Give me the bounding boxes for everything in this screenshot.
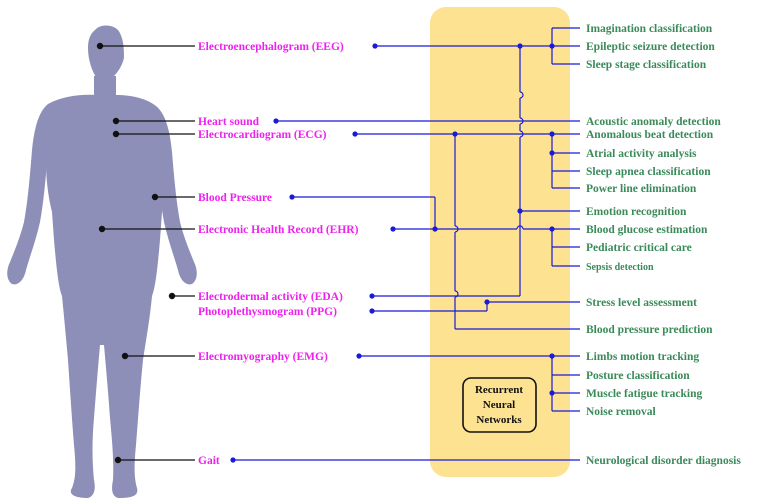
rnn-label-line-1: Recurrent bbox=[475, 384, 523, 396]
signal-emg: Electromyography (EMG) bbox=[198, 351, 328, 363]
signal-eeg: Electroencephalogram (EEG) bbox=[198, 41, 344, 53]
app-pediatric-critical-care: Pediatric critical care bbox=[586, 242, 692, 254]
app-acoustic-anomaly-detection: Acoustic anomaly detection bbox=[586, 116, 721, 128]
rnn-label-line-2: Neural bbox=[483, 399, 515, 411]
app-muscle-fatigue-tracking: Muscle fatigue tracking bbox=[586, 388, 703, 400]
app-emotion-recognition: Emotion recognition bbox=[586, 206, 687, 218]
app-blood-glucose-estimation: Blood glucose estimation bbox=[586, 224, 708, 236]
app-noise-removal: Noise removal bbox=[586, 406, 656, 418]
human-body-silhouette bbox=[7, 26, 197, 499]
signal-ppg: Photoplethysmogram (PPG) bbox=[198, 306, 337, 318]
signal-labels: Electroencephalogram (EEG) Heart sound E… bbox=[198, 41, 359, 467]
signal-blood-pressure: Blood Pressure bbox=[198, 192, 272, 204]
application-labels: Imagination classification Epileptic sei… bbox=[586, 23, 741, 467]
app-anomalous-beat-detection: Anomalous beat detection bbox=[586, 129, 714, 141]
app-limbs-motion-tracking: Limbs motion tracking bbox=[586, 351, 699, 363]
app-neurological-disorder-diagnosis: Neurological disorder diagnosis bbox=[586, 455, 741, 467]
app-stress-level-assessment: Stress level assessment bbox=[586, 297, 697, 309]
app-epileptic-seizure-detection: Epileptic seizure detection bbox=[586, 41, 715, 53]
app-posture-classification: Posture classification bbox=[586, 370, 690, 382]
app-sepsis-detection: Sepsis detection bbox=[586, 262, 654, 273]
app-sleep-apnea-classification: Sleep apnea classification bbox=[586, 166, 711, 178]
rnn-label-line-3: Networks bbox=[476, 414, 522, 426]
app-imagination-classification: Imagination classification bbox=[586, 23, 713, 35]
signal-ecg: Electrocardiogram (ECG) bbox=[198, 129, 327, 141]
signal-heart-sound: Heart sound bbox=[198, 116, 260, 128]
signal-gait: Gait bbox=[198, 455, 220, 467]
app-power-line-elimination: Power line elimination bbox=[586, 183, 697, 195]
app-blood-pressure-prediction: Blood pressure prediction bbox=[586, 324, 713, 336]
app-atrial-activity-analysis: Atrial activity analysis bbox=[586, 148, 697, 160]
signal-eda: Electrodermal activity (EDA) bbox=[198, 291, 343, 303]
app-sleep-stage-classification: Sleep stage classification bbox=[586, 59, 707, 71]
signal-ehr: Electronic Health Record (EHR) bbox=[198, 224, 359, 236]
